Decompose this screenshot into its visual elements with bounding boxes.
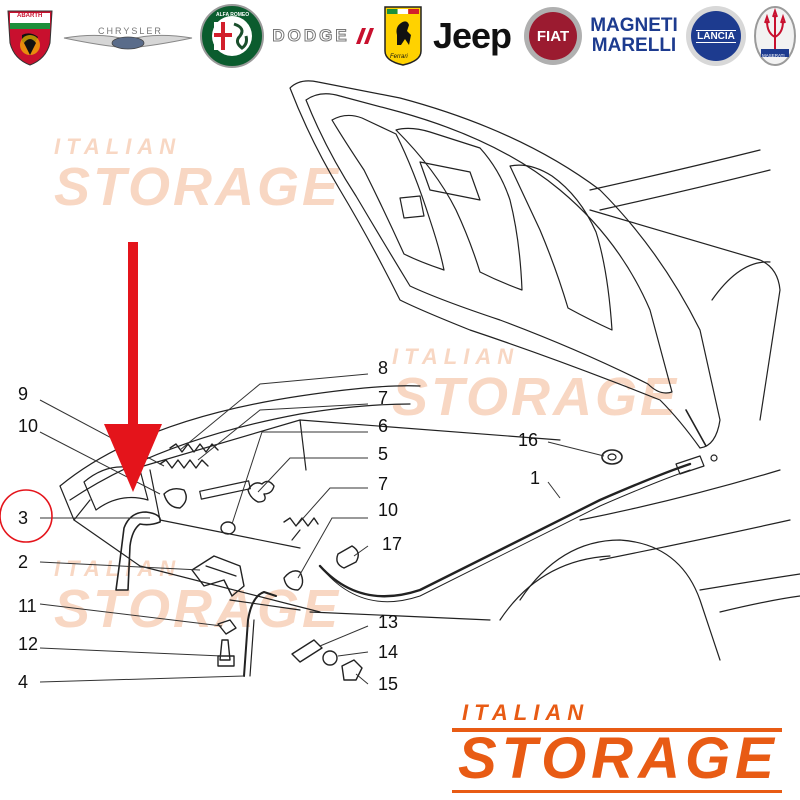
highlight-circle: [0, 489, 53, 543]
part-10-bushing: [163, 487, 187, 509]
part-6-washer: [220, 521, 236, 535]
maserati-trident-icon: [754, 6, 796, 66]
part-8-spring: [169, 443, 219, 453]
abarth-shield-icon: [7, 10, 53, 66]
callout-9: 9: [18, 384, 28, 404]
chrysler-logo: CHRYSLER: [62, 4, 194, 68]
maserati-logo: MASERATI: [752, 4, 798, 68]
callout-5: 5: [378, 444, 388, 464]
hood-release-exploded-diagram: 9 10 3 2 11 12 4 8 7 6 5 7 10 17 13 14 1…: [0, 80, 800, 694]
fiat-logo: FIAT: [522, 4, 584, 68]
brand-line-italian: ITALIAN: [462, 700, 590, 725]
callout-17: 17: [382, 534, 402, 554]
ferrari-logo: Ferrari: [382, 4, 424, 68]
part-16-grommet: [601, 449, 623, 465]
headlight-bucket: [83, 466, 149, 511]
alfa-romeo-wordmark: ALFA ROMEO: [216, 12, 250, 18]
alfa-romeo-badge-icon: [200, 4, 264, 68]
lancia-badge-icon: LANCIA: [686, 6, 746, 66]
magneti-marelli-logo: MAGNETI MARELLI: [588, 4, 680, 68]
front-panel: [59, 385, 421, 487]
fender-top: [589, 209, 781, 421]
fiat-badge-icon: FIAT: [524, 7, 582, 65]
dodge-stripes-icon: [355, 28, 374, 44]
radiator-support: [149, 469, 301, 549]
magneti-wordmark: MAGNETI: [590, 15, 678, 36]
callout-14: 14: [378, 642, 398, 662]
part-17-bump-stop: [336, 545, 359, 569]
callout-13: 13: [378, 612, 398, 632]
watermark-bottom-left: ITALIAN STORAGE: [54, 556, 342, 639]
callout-2: 2: [18, 552, 28, 572]
hood-opening-right: [509, 164, 613, 331]
chrysler-wordmark: CHRYSLER: [98, 26, 163, 36]
lancia-wordmark: LANCIA: [696, 29, 736, 43]
maserati-wordmark: MASERATI: [762, 53, 785, 58]
lancia-logo: LANCIA: [684, 4, 748, 68]
marelli-wordmark: MARELLI: [591, 35, 677, 56]
watermark-center: ITALIAN STORAGE: [392, 344, 680, 427]
part-10-bushing-middle: [283, 570, 304, 591]
cable-end-fitting: [675, 455, 705, 475]
part-7-spring: [283, 517, 319, 527]
callout-11: 11: [18, 596, 37, 616]
part-3-latch-hook: [115, 511, 162, 591]
abarth-logo: ABARTH: [4, 4, 56, 68]
watermark-top-left: ITALIAN STORAGE: [54, 134, 342, 217]
part-9-spring: [159, 459, 209, 469]
brand-line-storage: STORAGE: [458, 726, 779, 791]
jeep-wordmark: Jeep: [432, 15, 512, 56]
fender-side: [579, 469, 781, 521]
callout-1: 1: [530, 468, 540, 488]
callout-8: 8: [378, 358, 388, 378]
ferrari-shield-icon: [384, 6, 422, 66]
hood-panel: [289, 80, 721, 449]
chrysler-wings-icon: [63, 34, 193, 50]
highlight-arrow: [104, 242, 162, 492]
brand-rule-top: [452, 728, 782, 732]
callout-16: 16: [518, 430, 538, 450]
part-2-latch-bracket: [191, 555, 245, 597]
part-1-release-cable: [318, 462, 692, 598]
callout-6: 6: [378, 416, 388, 436]
callout-15: 15: [378, 674, 398, 694]
part-15-nut: [341, 659, 363, 681]
italian-storage-logo: ITALIAN STORAGE: [452, 700, 792, 793]
callout-10b: 10: [378, 500, 398, 520]
brand-rule-bottom: [452, 790, 782, 793]
dodge-wordmark: DODGE: [272, 26, 350, 46]
front-crossmember: [59, 485, 321, 613]
brand-logo-bar: ABARTH CHRYSLER ALFA ROMEO DODGE: [0, 0, 800, 72]
hood-stay-rod: [685, 409, 707, 447]
ferrari-wordmark: Ferrari: [390, 54, 408, 60]
part-11-nut: [217, 619, 237, 635]
hood-opening-center: [395, 127, 523, 291]
hood-inner-frame: [305, 93, 673, 394]
part-12-bolt: [219, 639, 231, 661]
hood-opening-left: [331, 114, 445, 271]
wheel-arch: [519, 539, 721, 661]
alfa-romeo-logo: ALFA ROMEO: [200, 4, 264, 68]
callout-10a: 10: [18, 416, 38, 436]
part-13-clip: [291, 639, 323, 663]
abarth-wordmark: ABARTH: [17, 13, 43, 19]
dodge-logo: DODGE: [270, 4, 376, 68]
part-14-washer: [322, 650, 338, 666]
part-5-clip: [247, 480, 275, 503]
part-4-rod: [243, 591, 277, 677]
windshield-line: [589, 149, 761, 191]
callout-7a: 7: [378, 388, 388, 408]
jeep-logo: Jeep: [428, 4, 516, 68]
callout-7b: 7: [378, 474, 388, 494]
callout-4: 4: [18, 672, 28, 692]
callout-12: 12: [18, 634, 38, 654]
callout-3: 3: [18, 508, 28, 528]
fiat-wordmark: FIAT: [536, 27, 570, 45]
